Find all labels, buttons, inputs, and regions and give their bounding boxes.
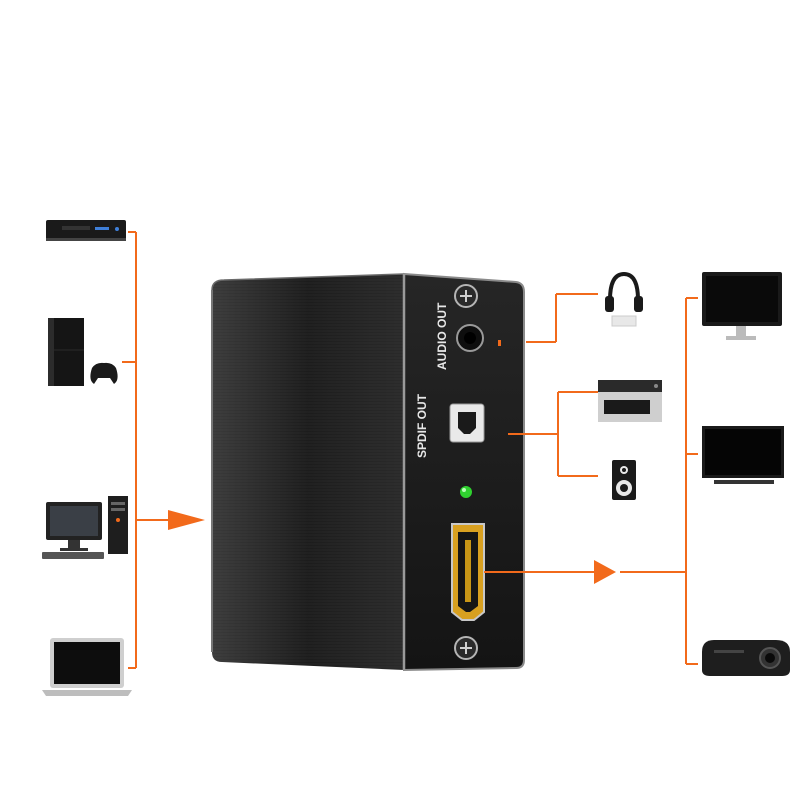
monitor-icon	[702, 272, 782, 340]
audio-marker	[498, 340, 501, 346]
hdmi-port	[451, 523, 485, 621]
screw-icon	[454, 636, 478, 660]
video-connector-lines	[484, 297, 698, 665]
game-console-icon	[48, 318, 118, 386]
headphones-icon	[605, 271, 643, 327]
projector-icon	[702, 640, 790, 676]
speaker-icon	[612, 460, 636, 500]
spdif-out-label: SPDIF OUT	[415, 393, 429, 458]
spdif-out-port	[449, 403, 485, 443]
source-connector-lines	[122, 231, 170, 669]
laptop-icon	[42, 638, 132, 696]
tv-icon	[702, 426, 784, 484]
input-arrow-icon	[168, 510, 205, 530]
output-arrow-icon	[594, 560, 616, 584]
audio-connector-lines	[508, 293, 598, 477]
soundbar-icon	[598, 380, 662, 422]
led-glint	[462, 488, 466, 492]
audio-out-jack	[456, 324, 484, 352]
audio-out-label: AUDIO OUT	[435, 302, 449, 370]
power-led	[460, 486, 472, 498]
desktop-computer-icon	[42, 496, 128, 559]
dvd-player-icon	[46, 220, 126, 241]
screw-icon	[454, 284, 478, 308]
